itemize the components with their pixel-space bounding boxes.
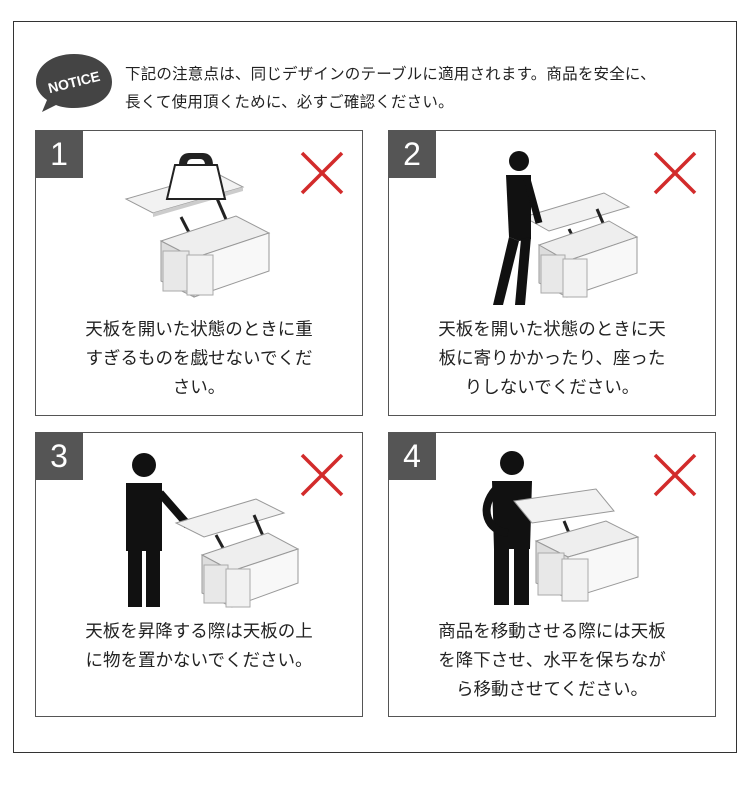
- caution-panel-4: 4 商品を移動させる際には天板 を降下させ、水平を保ちなが ら移動させてください…: [388, 432, 716, 717]
- notice-text: 下記の注意点は、同じデザインのテーブルに適用されます。商品を安全に、 長くて使用…: [125, 60, 725, 116]
- weight-on-table-icon: [124, 153, 271, 298]
- person-lifting-table-icon: [126, 453, 300, 608]
- prohibited-x-icon: [300, 151, 344, 195]
- caption-line: 商品を移動させる際には天板: [438, 622, 666, 642]
- caution-panel-1: 1 天板を開いた状態のときに重 すぎるものを戯せないでくだ さい。: [35, 130, 363, 416]
- caption-line: りしないでください。: [464, 378, 640, 398]
- caption-line: ら移動させてください。: [456, 680, 648, 700]
- panel-number-1: 1: [35, 130, 83, 178]
- panel-number-2: 2: [388, 130, 436, 178]
- panel-caption-2: 天板を開いた状態のときに天 板に寄りかかったり、座った りしないでください。: [399, 316, 705, 403]
- person-moving-table-icon: [482, 451, 640, 605]
- notice-badge: NOTICE: [36, 54, 112, 112]
- notice-line-1: 下記の注意点は、同じデザインのテーブルに適用されます。商品を安全に、: [125, 65, 656, 83]
- notice-line-2: 長くて使用頂くために、必すご確認ください。: [125, 93, 454, 111]
- panel-number-4: 4: [388, 432, 436, 480]
- person-leaning-table-icon: [493, 151, 639, 305]
- caption-line: 天板を昇降する際は天板の上: [85, 622, 313, 642]
- caption-line: 天板を開いた状態のときに重: [85, 320, 313, 340]
- panel-number-3: 3: [35, 432, 83, 480]
- caption-line: さい。: [172, 378, 226, 398]
- caption-line: 板に寄りかかったり、座った: [438, 349, 666, 369]
- caution-panel-2: 2 天板を開いた状態のときに天 板に寄りかかったり、座った りしないでください。: [388, 130, 716, 416]
- caption-line: に物を置かないでください。: [85, 651, 313, 671]
- prohibited-x-icon: [300, 453, 344, 497]
- prohibited-x-icon: [653, 453, 697, 497]
- panel-caption-3: 天板を昇降する際は天板の上 に物を置かないでください。: [46, 618, 352, 676]
- caption-line: すぎるものを戯せないでくだ: [85, 349, 313, 369]
- panel-caption-1: 天板を開いた状態のときに重 すぎるものを戯せないでくだ さい。: [46, 316, 352, 403]
- prohibited-x-icon: [653, 151, 697, 195]
- panel-caption-4: 商品を移動させる際には天板 を降下させ、水平を保ちなが ら移動させてください。: [399, 618, 705, 705]
- caption-line: 天板を開いた状態のときに天: [438, 320, 666, 340]
- notice-frame: [13, 21, 737, 753]
- caption-line: を降下させ、水平を保ちなが: [438, 651, 666, 671]
- caution-panel-3: 3 天板を昇降する際は天板の上 に物を置かないでください。: [35, 432, 363, 717]
